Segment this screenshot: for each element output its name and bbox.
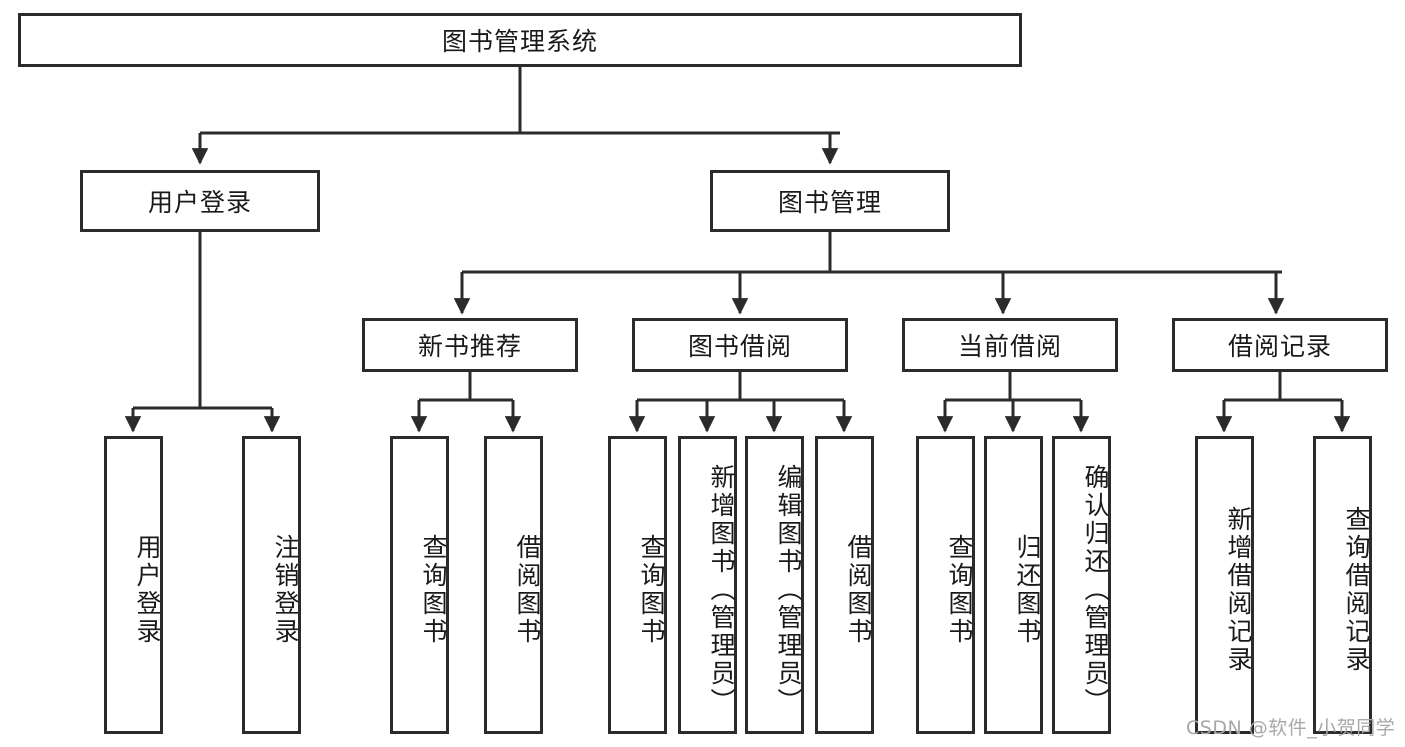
leaf-query-book-recommend[interactable]: 查询图书 [390,436,449,734]
leaf-query-book-borrow[interactable]: 查询图书 [608,436,667,734]
node-label: 借阅图书 [844,534,873,646]
leaf-add-borrow-record[interactable]: 新增借阅记录 [1195,436,1254,734]
node-label: 查询图书 [945,534,974,646]
leaf-add-book-admin[interactable]: 新增图书（管理员） [678,436,737,734]
node-label: 用户登录 [133,534,162,646]
leaf-query-borrow-record[interactable]: 查询借阅记录 [1313,436,1372,734]
node-label: 注销登录 [271,534,300,646]
leaf-edit-book-admin[interactable]: 编辑图书（管理员） [745,436,804,734]
node-label: 借阅图书 [513,534,542,646]
node-book-management[interactable]: 图书管理 [710,170,950,232]
node-label: 查询图书 [637,534,666,646]
leaf-logout[interactable]: 注销登录 [242,436,301,734]
node-label: 新书推荐 [417,332,522,361]
node-label: 查询图书 [419,534,448,646]
node-label: 新增借阅记录 [1224,506,1253,674]
node-label: 用户登录 [147,188,252,217]
node-book-borrow[interactable]: 图书借阅 [632,318,848,372]
leaf-query-book-current[interactable]: 查询图书 [916,436,975,734]
node-label: 确认归还（管理员） [1081,464,1110,716]
node-label: 图书管理 [777,188,882,217]
leaf-borrow-book-recommend[interactable]: 借阅图书 [484,436,543,734]
node-borrow-records[interactable]: 借阅记录 [1172,318,1388,372]
node-label: 图书借阅 [687,332,792,361]
node-label: 查询借阅记录 [1342,506,1371,674]
node-label: 编辑图书（管理员） [774,464,803,716]
leaf-confirm-return-admin[interactable]: 确认归还（管理员） [1052,436,1111,734]
node-new-book-recommend[interactable]: 新书推荐 [362,318,578,372]
node-user-login[interactable]: 用户登录 [80,170,320,232]
node-label: 新增图书（管理员） [707,464,736,716]
watermark: CSDN @软件_小贺同学 [1186,717,1396,739]
node-label: 归还图书 [1013,534,1042,646]
node-label: 借阅记录 [1227,332,1332,361]
leaf-borrow-book[interactable]: 借阅图书 [815,436,874,734]
node-current-borrow[interactable]: 当前借阅 [902,318,1118,372]
leaf-return-book[interactable]: 归还图书 [984,436,1043,734]
node-root[interactable]: 图书管理系统 [18,13,1022,67]
leaf-user-login[interactable]: 用户登录 [104,436,163,734]
node-label: 当前借阅 [957,332,1062,361]
node-label: 图书管理系统 [441,27,598,56]
